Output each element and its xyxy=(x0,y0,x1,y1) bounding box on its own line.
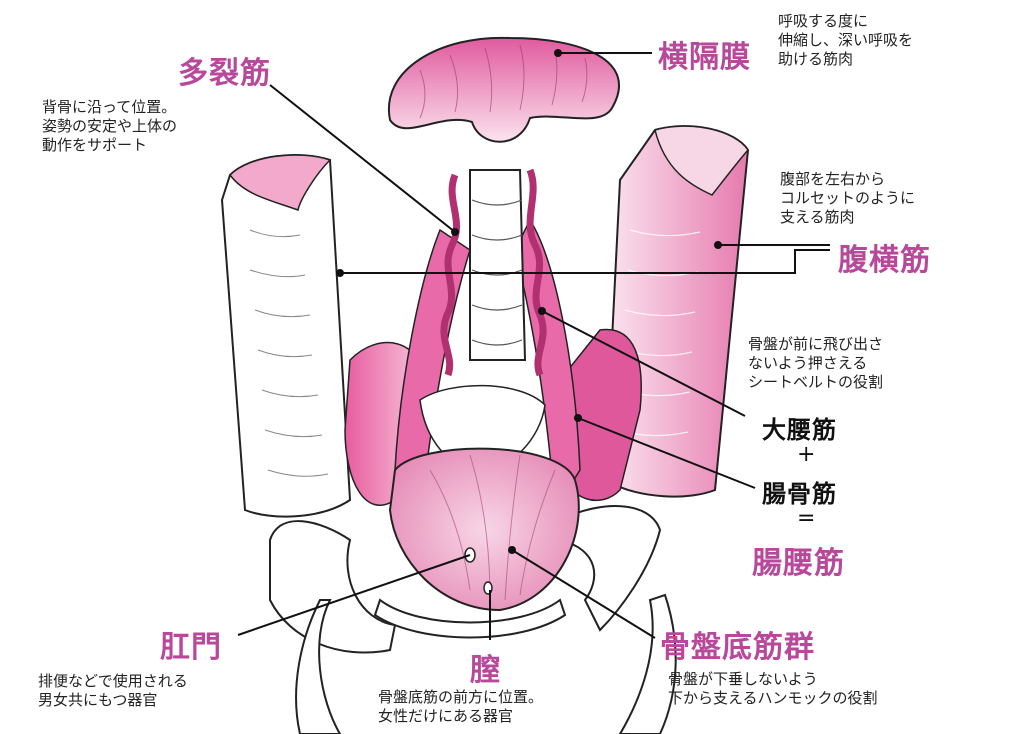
label-psoas: 大腰筋 xyxy=(762,416,837,444)
note-multifidus: 背骨に沿って位置。 姿勢の安定や上体の 動作をサポート xyxy=(42,98,178,154)
equals-sign: = xyxy=(797,506,816,531)
plus-sign: + xyxy=(797,442,816,467)
note-iliopsoas: 骨盤が前に飛び出さ ないよう押さえる シートベルトの役割 xyxy=(748,335,884,391)
note-diaphragm: 呼吸する度に 伸縮し、深い呼吸を 助ける筋肉 xyxy=(778,12,914,68)
label-diaphragm: 横隔膜 xyxy=(658,40,751,75)
note-anus: 排便などで使用される 男女共にもつ器官 xyxy=(38,672,188,709)
pelvic-floor-shape xyxy=(388,447,580,612)
label-pelvic-floor: 骨盤底筋群 xyxy=(660,630,815,665)
note-vagina: 骨盤底筋の前方に位置。 女性だけにある器官 xyxy=(378,688,544,725)
pelvis-shape xyxy=(269,505,677,734)
note-pelvic-floor: 骨盤が下垂しないよう 下から支えるハンモックの役割 xyxy=(668,670,878,707)
label-iliopsoas: 腸腰筋 xyxy=(752,546,845,581)
label-vagina: 膣 xyxy=(470,653,501,688)
label-iliacus: 腸骨筋 xyxy=(762,480,837,508)
label-transversus: 腹横筋 xyxy=(838,243,931,278)
label-anus: 肛門 xyxy=(160,630,222,665)
spine-shape xyxy=(419,168,547,471)
note-transversus: 腹部を左右から コルセットのように 支える筋肉 xyxy=(780,170,916,226)
label-multifidus: 多裂筋 xyxy=(178,56,271,91)
transversus-left-shape xyxy=(220,154,352,518)
leader-dots xyxy=(336,49,722,554)
leader-lines xyxy=(237,52,830,640)
diaphragm-shape xyxy=(387,36,620,143)
